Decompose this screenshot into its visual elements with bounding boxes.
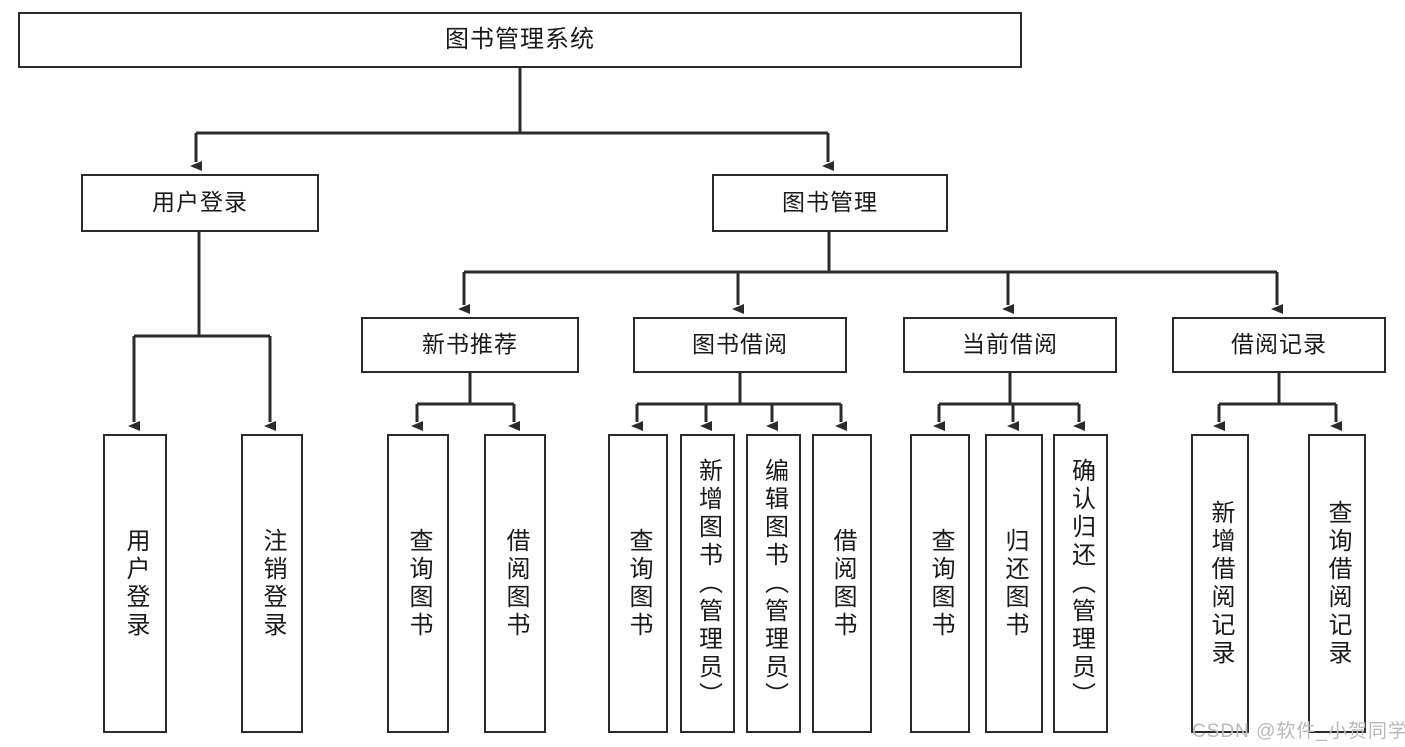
node-label: 查询借阅记录	[1324, 499, 1351, 668]
node-label: 借阅记录	[1231, 331, 1327, 358]
node-label: 图书借阅	[692, 331, 788, 358]
node-label: 确认归还（管理员）	[1067, 457, 1095, 710]
watermark-label: CSDN @软件_小贺同学	[1192, 721, 1405, 742]
node-leaf-6[interactable]: 编辑图书（管理员）	[746, 434, 801, 733]
node-leaf-5[interactable]: 新增图书（管理员）	[680, 434, 735, 733]
node-leaf-3[interactable]: 借阅图书	[484, 434, 546, 733]
node-label: 用户登录	[152, 189, 248, 216]
node-leaf-1[interactable]: 注销登录	[241, 434, 303, 733]
node-level3-0[interactable]: 新书推荐	[361, 317, 579, 373]
node-leaf-4[interactable]: 查询图书	[608, 434, 668, 733]
node-label: 当前借阅	[962, 331, 1058, 358]
node-leaf-7[interactable]: 借阅图书	[812, 434, 872, 733]
node-label: 新增图书（管理员）	[694, 457, 722, 710]
node-leaf-10[interactable]: 确认归还（管理员）	[1053, 434, 1108, 733]
node-level3-1[interactable]: 图书借阅	[633, 317, 847, 373]
node-label: 图书管理	[782, 189, 878, 216]
node-leaf-8[interactable]: 查询图书	[910, 434, 970, 733]
node-label: 借阅图书	[829, 527, 856, 640]
node-level2-1[interactable]: 图书管理	[712, 174, 948, 232]
node-label: 用户登录	[122, 527, 149, 640]
node-label: 编辑图书（管理员）	[760, 457, 788, 710]
node-label: 归还图书	[1001, 527, 1028, 640]
node-leaf-12[interactable]: 查询借阅记录	[1308, 434, 1366, 733]
node-label: 借阅图书	[502, 527, 529, 640]
node-root-system[interactable]: 图书管理系统	[18, 12, 1022, 68]
node-label: 查询图书	[625, 527, 652, 640]
node-label: 新增借阅记录	[1207, 499, 1234, 668]
node-label: 注销登录	[259, 527, 286, 640]
node-leaf-2[interactable]: 查询图书	[387, 434, 449, 733]
node-label: 查询图书	[927, 527, 954, 640]
node-level3-3[interactable]: 借阅记录	[1172, 317, 1386, 373]
node-leaf-9[interactable]: 归还图书	[985, 434, 1043, 733]
node-leaf-0[interactable]: 用户登录	[103, 434, 167, 733]
node-level2-0[interactable]: 用户登录	[81, 174, 319, 232]
node-label: 查询图书	[405, 527, 432, 640]
node-label: 图书管理系统	[445, 25, 595, 53]
node-leaf-11[interactable]: 新增借阅记录	[1191, 434, 1249, 733]
node-level3-2[interactable]: 当前借阅	[903, 317, 1117, 373]
node-label: 新书推荐	[422, 331, 518, 358]
